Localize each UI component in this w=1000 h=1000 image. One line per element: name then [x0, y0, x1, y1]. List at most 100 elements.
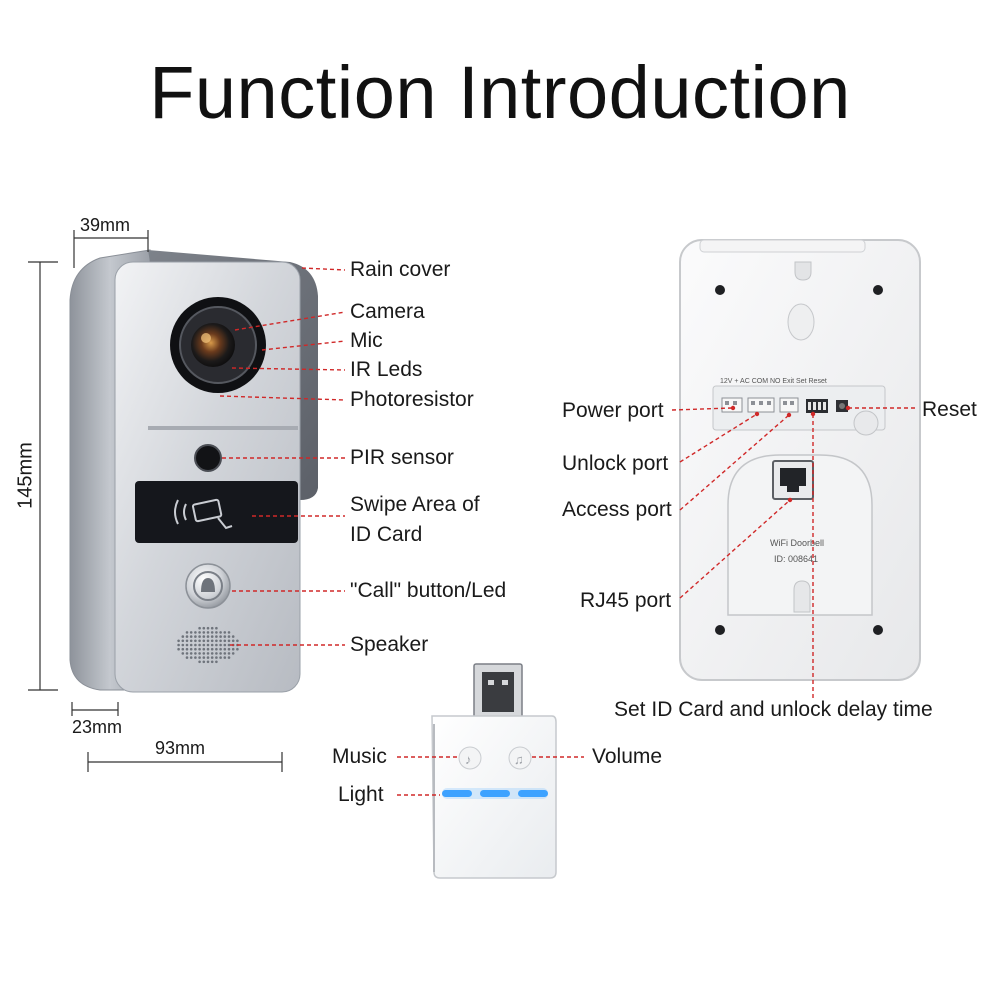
- power-connector: [721, 397, 743, 413]
- mount-slot-top: [794, 261, 812, 281]
- grille-hole: [185, 647, 189, 651]
- volume-button: [508, 746, 532, 770]
- grille-hole: [198, 639, 201, 643]
- grille-hole: [231, 652, 235, 655]
- grille-hole: [236, 647, 239, 651]
- grille-hole: [231, 635, 235, 638]
- reset-button: [836, 400, 848, 412]
- grille-hole: [206, 660, 210, 664]
- board-text-1: WiFi Doorbell: [770, 538, 824, 548]
- grille-hole: [185, 643, 189, 647]
- grille-hole: [185, 639, 189, 643]
- grille-hole: [194, 656, 197, 659]
- dimension-height: 145mm: [14, 442, 37, 509]
- back-panel-unit: 12V + AC COM NO Exit Set Reset: [679, 239, 921, 681]
- grille-hole: [215, 643, 218, 647]
- label-camera: Camera: [350, 300, 425, 323]
- screw-holes: [715, 285, 883, 635]
- grille-hole: [215, 626, 218, 630]
- grille-hole: [185, 631, 189, 634]
- chime-unit: ♪ ♫: [431, 663, 557, 879]
- grille-hole: [202, 631, 206, 634]
- mount-hole-upper: [787, 303, 815, 341]
- grille-hole: [189, 656, 193, 659]
- grille-hole: [206, 647, 210, 651]
- grille-hole: [219, 635, 222, 638]
- rj45-jack: [772, 460, 814, 500]
- grille-hole: [210, 631, 214, 634]
- grille-hole: [215, 660, 218, 664]
- chime-led-bar: [442, 788, 548, 799]
- dip-switch: [806, 399, 828, 413]
- grille-hole: [194, 635, 197, 638]
- camera-lens: [191, 323, 235, 367]
- grille-hole: [185, 652, 189, 655]
- grille-hole: [227, 647, 231, 651]
- grille-hole: [194, 643, 197, 647]
- back-panel-top-rim: [699, 239, 866, 253]
- doorbell-unit: [69, 249, 318, 693]
- board-text-2: ID: 008641: [774, 554, 818, 564]
- grille-hole: [206, 643, 210, 647]
- grille-hole: [223, 631, 227, 634]
- call-button-ring: [193, 571, 223, 601]
- grille-hole: [223, 635, 227, 638]
- grille-hole: [185, 635, 189, 638]
- grille-hole: [236, 639, 239, 643]
- label-light: Light: [338, 783, 384, 806]
- dimension-depth: 39mm: [80, 215, 131, 235]
- unlock-connector: [747, 397, 775, 413]
- grille-hole: [215, 631, 218, 634]
- grille-hole: [198, 652, 201, 655]
- grille-hole: [231, 647, 235, 651]
- leader-dots: [730, 405, 851, 503]
- music-button: [458, 746, 482, 770]
- label-rj45-port: RJ45 port: [580, 589, 672, 612]
- label-music: Music: [332, 745, 387, 768]
- grille-hole: [210, 643, 214, 647]
- grille-hole: [219, 643, 222, 647]
- grille-hole: [223, 652, 227, 655]
- grille-hole: [189, 639, 193, 643]
- grille-hole: [210, 626, 214, 630]
- grille-hole: [219, 652, 222, 655]
- grille-hole: [223, 643, 227, 647]
- grille-hole: [231, 639, 235, 643]
- page-title: Function Introduction: [149, 51, 851, 134]
- label-swipe-area-line1: Swipe Area of: [350, 493, 480, 516]
- grille-hole: [194, 639, 197, 643]
- grille-hole: [202, 643, 206, 647]
- grille-hole: [215, 652, 218, 655]
- label-swipe-area-line2: ID Card: [350, 523, 423, 546]
- grille-hole: [185, 656, 189, 659]
- grille-hole: [202, 647, 206, 651]
- label-ir-leds: IR Leds: [350, 358, 423, 381]
- grille-hole: [227, 656, 231, 659]
- label-mic: Mic: [350, 329, 383, 352]
- label-power-port: Power port: [562, 399, 664, 422]
- grille-hole: [198, 626, 201, 630]
- grille-hole: [206, 635, 210, 638]
- grille-hole: [223, 647, 227, 651]
- grille-hole: [198, 660, 201, 664]
- grille-hole: [189, 631, 193, 634]
- swipe-panel: [135, 481, 298, 543]
- grille-hole: [227, 652, 231, 655]
- grille-hole: [210, 639, 214, 643]
- speaker-grille: [177, 626, 239, 664]
- label-set-delay: Set ID Card and unlock delay time: [614, 698, 933, 721]
- grille-hole: [227, 631, 231, 634]
- grille-hole: [210, 635, 214, 638]
- grille-hole: [210, 652, 214, 655]
- svg-text:12V + AC COM NO Exit Set: 12V + AC COM NO Exit Set Reset: [720, 378, 827, 385]
- label-unlock-port: Unlock port: [562, 452, 669, 475]
- grille-hole: [223, 639, 227, 643]
- grille-hole: [219, 647, 222, 651]
- grille-hole: [227, 635, 231, 638]
- grille-hole: [215, 639, 218, 643]
- grille-hole: [227, 639, 231, 643]
- music-note-icon: ♪: [465, 752, 472, 767]
- grille-hole: [194, 652, 197, 655]
- mount-slot-bottom: [793, 580, 811, 613]
- dimension-width: 93mm: [155, 738, 206, 758]
